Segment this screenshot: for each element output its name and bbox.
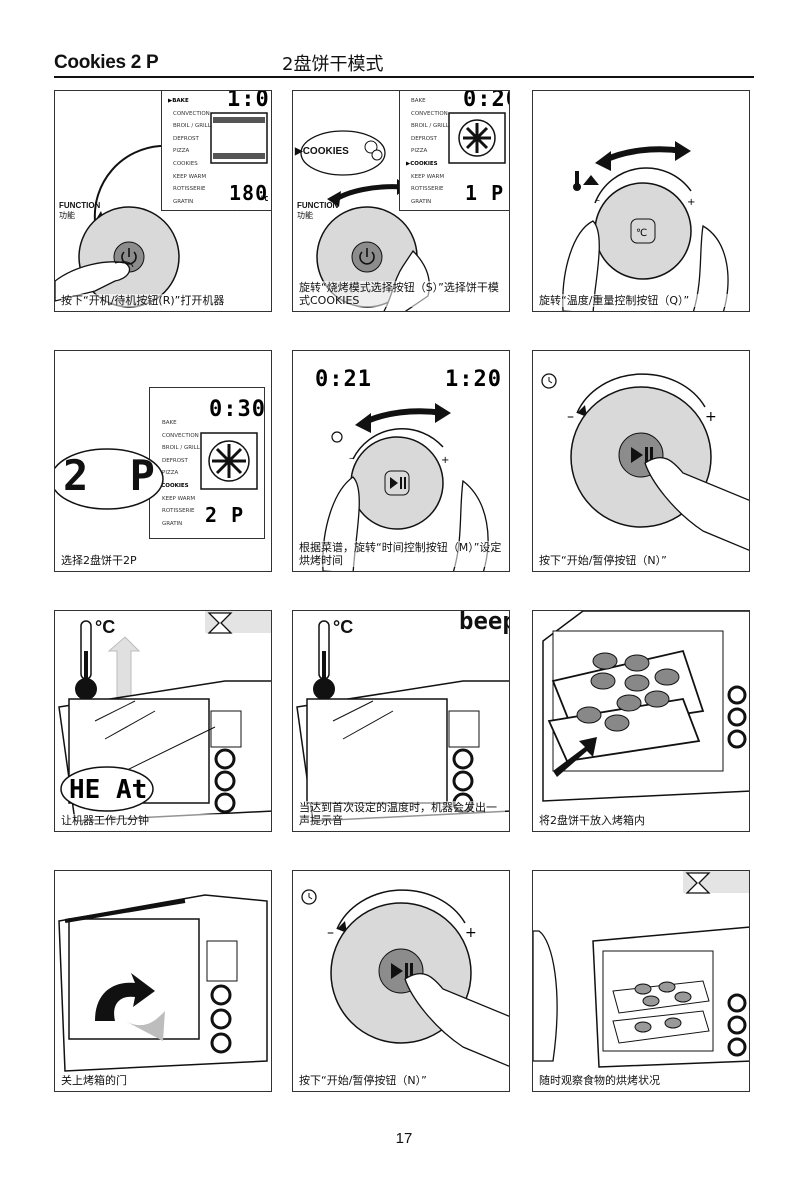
step-3-panel: – + ℃ 旋转“温度/重量控制按钮（Q）” [532, 90, 750, 312]
svg-text:–: – [567, 409, 574, 425]
beep-oven-illustration [293, 611, 510, 832]
step-11-panel: – + 按下“开始/暂停按钮（N）” [292, 870, 510, 1092]
step-8-caption: 当达到首次设定的温度时，机器会发出一声提示音 [299, 801, 505, 827]
step-4-panel: BAKE CONVECTION BROIL / GRILL DEFROST PI… [54, 350, 272, 572]
svg-text:+: + [687, 197, 695, 208]
insert-trays-illustration [533, 611, 750, 832]
page-title-cn: 2盘饼干模式 [282, 50, 383, 76]
step-3-caption: 旋转“温度/重量控制按钮（Q）” [539, 294, 745, 307]
tray-display: 2 P [205, 503, 244, 527]
function-label: FUNCTION 功能 [59, 201, 100, 221]
step-9-caption: 将2盘饼干放入烤箱内 [539, 814, 745, 827]
timer-display-min: 0:21 [315, 367, 372, 392]
svg-text:+: + [705, 409, 717, 425]
temperature-dial-illustration: – + ℃ [533, 91, 750, 312]
step-1-caption: 按下“开机/待机按钮(R)”打开机器 [61, 294, 267, 307]
close-door-illustration [55, 871, 272, 1092]
step-2-panel: ▶COOKIES BAKE CONVECTION BROIL / GRILL D… [292, 90, 510, 312]
svg-text:+: + [441, 455, 449, 466]
step-12-panel: 随时观察食物的烘烤状况 [532, 870, 750, 1092]
svg-text:℃: ℃ [636, 228, 647, 239]
temperature-symbol: °C [95, 617, 115, 638]
page-title-en: Cookies 2 P [54, 52, 158, 74]
step-10-panel: 关上烤箱的门 [54, 870, 272, 1092]
timer-display: 0:20 [463, 90, 510, 112]
temperature-unit: °C [260, 195, 268, 203]
step-9-panel: 将2盘饼干放入烤箱内 [532, 610, 750, 832]
page-number: 17 [0, 1130, 808, 1147]
observe-baking-illustration [533, 871, 750, 1092]
start-button-illustration: – + [533, 351, 750, 572]
temperature-symbol: °C [333, 617, 353, 638]
svg-text:–: – [327, 925, 334, 941]
step-12-caption: 随时观察食物的烘烤状况 [539, 1074, 745, 1087]
title-underline [54, 76, 754, 78]
step-8-panel: °C beep 当达到首次设定的温度时，机器会发出一声提示音 [292, 610, 510, 832]
tray-display: 1 P [465, 181, 504, 205]
step-4-caption: 选择2盘饼干2P [61, 554, 267, 567]
step-10-caption: 关上烤箱的门 [61, 1074, 267, 1087]
step-5-caption: 根据菜谱，旋转“时间控制按钮（M）”设定烘烤时间 [299, 541, 505, 567]
step-6-panel: – + 按下“开始/暂停按钮（N）” [532, 350, 750, 572]
step-2-caption: 旋转“烧烤模式选择按钮（S）”选择饼干模式COOKIES [299, 281, 505, 307]
step-1-panel: ▶BAKE CONVECTION BROIL / GRILL DEFROST P… [54, 90, 272, 312]
function-label: FUNCTION 功能 [297, 201, 338, 221]
timer-display: 0:30 [209, 397, 266, 422]
timer-display-max: 1:20 [445, 367, 502, 392]
beep-sound-label: beep [459, 610, 510, 635]
step-7-caption: 让机器工作几分钟 [61, 814, 267, 827]
start-button-illustration: – + [293, 871, 510, 1092]
step-6-caption: 按下“开始/暂停按钮（N）” [539, 554, 745, 567]
tray-bubble-label: 2 P [63, 451, 163, 500]
step-11-caption: 按下“开始/暂停按钮（N）” [299, 1074, 505, 1087]
svg-text:+: + [465, 925, 477, 941]
step-5-panel: – + 0:21 1:20 根据菜谱，旋转“时间控制按钮（M）”设定烘烤时间 [292, 350, 510, 572]
step-7-panel: °C HE At 让机器工作几分钟 [54, 610, 272, 832]
svg-text:–: – [595, 195, 600, 206]
svg-text:–: – [349, 453, 354, 464]
timer-display: 1:00 [227, 90, 272, 112]
heat-display: HE At [69, 775, 147, 805]
